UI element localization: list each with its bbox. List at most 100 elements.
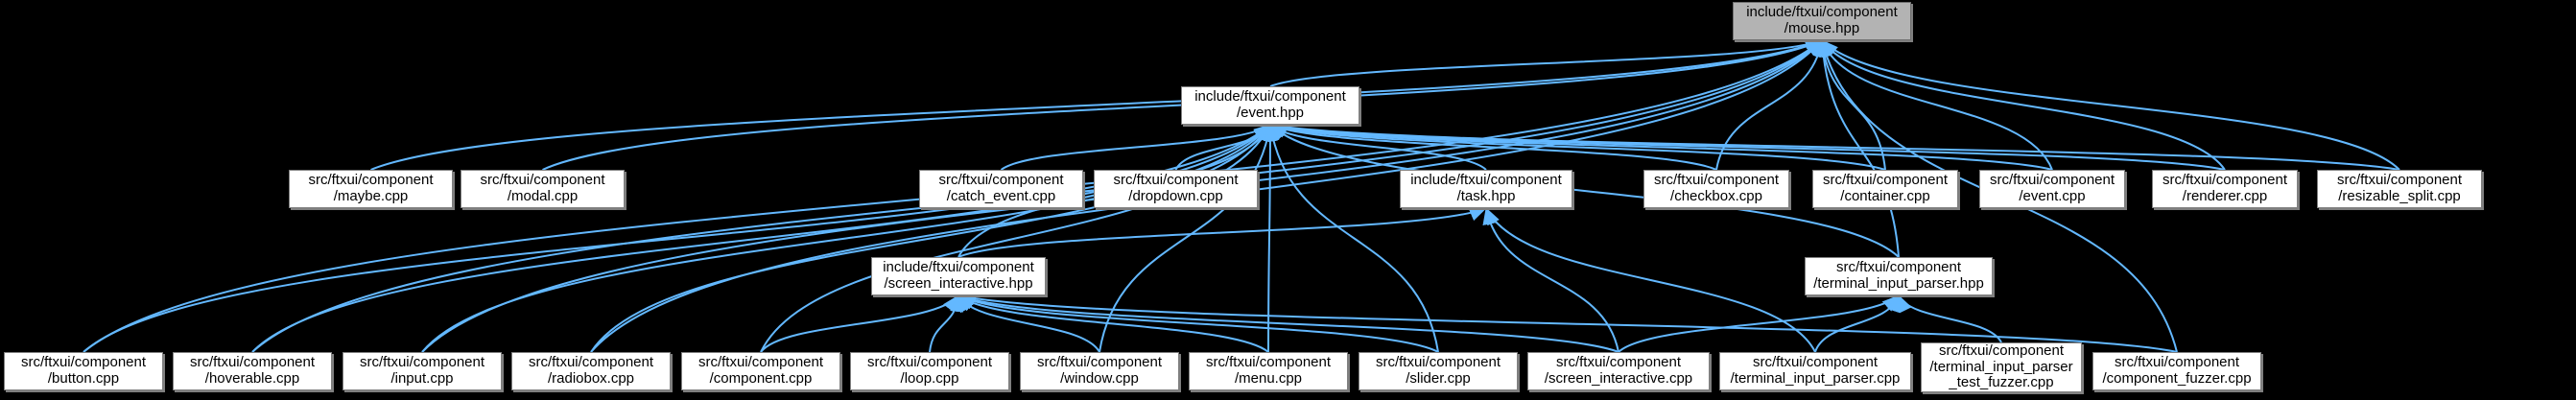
graph-node-screen-interactive-cpp[interactable]: src/ftxui/component/screen_interactive.c…	[1527, 352, 1710, 390]
edge-maybe-cpp-to-mouse-hpp	[370, 39, 1823, 171]
node-label-line1: src/ftxui/component	[528, 354, 654, 371]
node-label-line1: src/ftxui/component	[697, 354, 824, 371]
edge-renderer-cpp-to-event-hpp	[1269, 121, 2226, 171]
node-label-line2: /resizable_split.cpp	[2338, 188, 2461, 204]
edge-event-cpp-to-mouse-hpp	[1821, 39, 2053, 171]
node-label-line2: /catch_event.cpp	[946, 188, 1056, 204]
graph-node-component-cpp[interactable]: src/ftxui/component/component.cpp	[681, 352, 840, 390]
edge-resizable-split-cpp-to-mouse-hpp	[1821, 39, 2400, 171]
graph-node-terminal-input-parser-test-fuzzer-cpp[interactable]: src/ftxui/component/terminal_input_parse…	[1921, 342, 2082, 392]
node-label-line2: /terminal_input_parser.hpp	[1813, 275, 1984, 292]
edge-screen-interactive-cpp-to-task-hpp	[1482, 207, 1619, 353]
node-label-line2: /radiobox.cpp	[547, 370, 635, 387]
graph-node-task-hpp[interactable]: include/ftxui/component/task.hpp	[1400, 170, 1572, 208]
edge-menu-cpp-to-screen-interactive-hpp	[957, 294, 1269, 353]
edge-event-hpp-to-mouse-hpp	[1269, 39, 1823, 87]
graph-node-screen-interactive-hpp[interactable]: include/ftxui/component/screen_interacti…	[871, 257, 1046, 295]
node-label-line1: src/ftxui/component	[1989, 172, 2115, 189]
edge-slider-cpp-to-event-hpp	[1265, 124, 1439, 353]
graph-node-renderer-cpp[interactable]: src/ftxui/component/renderer.cpp	[2152, 170, 2298, 208]
edge-terminal-input-parser-cpp-to-task-hpp	[1485, 207, 1816, 353]
node-label-line1: src/ftxui/component	[938, 172, 1064, 189]
node-label-line1: src/ftxui/component	[1752, 354, 1879, 371]
node-label-line2: /maybe.cpp	[333, 188, 409, 204]
node-label-line2: /slider.cpp	[1406, 370, 1471, 387]
node-label-line2: /component.cpp	[709, 370, 813, 387]
node-label-line3: _test_fuzzer.cpp	[1949, 374, 2054, 391]
graph-node-loop-cpp[interactable]: src/ftxui/component/loop.cpp	[850, 352, 1009, 390]
graph-node-event-hpp[interactable]: include/ftxui/component/event.hpp	[1181, 86, 1359, 125]
node-label-line2: /modal.cpp	[507, 188, 579, 204]
node-label-line2: /screen_interactive.hpp	[884, 275, 1033, 292]
edge-event-cpp-to-event-hpp	[1269, 122, 2053, 171]
node-label-line2: /terminal_input_parser.cpp	[1730, 370, 1901, 387]
node-label-line1: src/ftxui/component	[2114, 354, 2240, 371]
graph-node-window-cpp[interactable]: src/ftxui/component/window.cpp	[1020, 352, 1179, 390]
node-label-line1: src/ftxui/component	[1375, 354, 1501, 371]
node-label-line2: /button.cpp	[47, 370, 120, 387]
edge-terminal-input-parser-hpp-to-mouse-hpp	[1816, 39, 1900, 258]
node-label-line2: /dropdown.cpp	[1128, 188, 1223, 204]
graph-node-radiobox-cpp[interactable]: src/ftxui/component/radiobox.cpp	[511, 352, 671, 390]
node-label-line2: /task.hpp	[1456, 188, 1516, 204]
node-label-line1: include/ftxui/component	[1410, 172, 1562, 189]
edge-input-cpp-to-event-hpp	[421, 124, 1271, 353]
node-label-line1: src/ftxui/component	[20, 354, 147, 371]
graph-node-checkbox-cpp[interactable]: src/ftxui/component/checkbox.cpp	[1643, 170, 1789, 208]
node-label-line1: src/ftxui/component	[359, 354, 485, 371]
graph-node-modal-cpp[interactable]: src/ftxui/component/modal.cpp	[461, 170, 625, 208]
node-label-line1: src/ftxui/component	[1555, 354, 1682, 371]
graph-node-catch-event-cpp[interactable]: src/ftxui/component/catch_event.cpp	[919, 170, 1083, 208]
edge-screen-interactive-hpp-to-task-hpp	[957, 207, 1487, 258]
graph-node-container-cpp[interactable]: src/ftxui/component/container.cpp	[1812, 170, 1958, 208]
node-label-line1: src/ftxui/component	[1113, 172, 1239, 189]
edge-renderer-cpp-to-mouse-hpp	[1821, 39, 2226, 171]
node-label-line1: src/ftxui/component	[1822, 172, 1949, 189]
edge-container-cpp-to-event-hpp	[1269, 123, 1886, 171]
node-label-line2: /event.cpp	[2019, 188, 2086, 204]
graph-node-resizable-split-cpp[interactable]: src/ftxui/component/resizable_split.cpp	[2317, 170, 2482, 208]
node-label-line2: /input.cpp	[390, 370, 454, 387]
node-label-line1: src/ftxui/component	[480, 172, 605, 189]
node-label-line1: src/ftxui/component	[866, 354, 993, 371]
graph-node-dropdown-cpp[interactable]: src/ftxui/component/dropdown.cpp	[1094, 170, 1258, 208]
node-label-line2: /hoverable.cpp	[204, 370, 300, 387]
graph-node-terminal-input-parser-cpp[interactable]: src/ftxui/component/terminal_input_parse…	[1719, 352, 1911, 390]
edge-button-cpp-to-event-hpp	[83, 124, 1271, 353]
graph-node-component-fuzzer-cpp[interactable]: src/ftxui/component/component_fuzzer.cpp	[2092, 352, 2261, 390]
node-label-line2: /checkbox.cpp	[1670, 188, 1762, 204]
edge-component-cpp-to-screen-interactive-hpp	[760, 294, 959, 353]
node-label-line2: /terminal_input_parser	[1929, 358, 2073, 375]
node-label-line1: src/ftxui/component	[1036, 354, 1163, 371]
node-label-line1: src/ftxui/component	[1205, 354, 1332, 371]
edge-menu-cpp-to-event-hpp	[1263, 124, 1277, 353]
graph-node-mouse-hpp[interactable]: include/ftxui/component/mouse.hpp	[1733, 2, 1911, 40]
node-label-line2: /loop.cpp	[900, 370, 959, 387]
node-label-line2: /mouse.hpp	[1784, 20, 1860, 36]
edge-checkbox-cpp-to-event-hpp	[1269, 124, 1717, 171]
graph-node-event-cpp[interactable]: src/ftxui/component/event.cpp	[1979, 170, 2125, 208]
edge-terminal-input-parser-hpp-to-event-hpp	[1269, 124, 1900, 258]
edge-catch-event-cpp-to-event-hpp	[1000, 124, 1271, 171]
graph-node-button-cpp[interactable]: src/ftxui/component/button.cpp	[4, 352, 163, 390]
graph-node-menu-cpp[interactable]: src/ftxui/component/menu.cpp	[1189, 352, 1348, 390]
graph-node-terminal-input-parser-hpp[interactable]: src/ftxui/component/terminal_input_parse…	[1805, 257, 1993, 295]
node-label-line1: src/ftxui/component	[1653, 172, 1780, 189]
graph-node-slider-cpp[interactable]: src/ftxui/component/slider.cpp	[1359, 352, 1518, 390]
graph-node-hoverable-cpp[interactable]: src/ftxui/component/hoverable.cpp	[173, 352, 332, 390]
node-label-line1: src/ftxui/component	[1835, 259, 1962, 276]
node-label-line2: /renderer.cpp	[2182, 188, 2268, 204]
graph-node-maybe-cpp[interactable]: src/ftxui/component/maybe.cpp	[289, 170, 453, 208]
edge-component-cpp-to-event-hpp	[760, 124, 1271, 353]
node-label-line2: /menu.cpp	[1234, 370, 1303, 387]
graph-node-input-cpp[interactable]: src/ftxui/component/input.cpp	[343, 352, 502, 390]
edge-slider-cpp-to-screen-interactive-hpp	[957, 294, 1439, 353]
node-label-line1: src/ftxui/component	[308, 172, 434, 189]
edge-screen-interactive-cpp-to-terminal-input-parser-hpp	[1618, 294, 1900, 353]
node-label-line2: /screen_interactive.cpp	[1544, 370, 1693, 387]
edge-component-fuzzer-cpp-to-screen-interactive-hpp	[957, 292, 2178, 353]
node-label-line1: include/ftxui/component	[1746, 4, 1898, 21]
node-label-line2: /container.cpp	[1840, 188, 1930, 204]
node-label-line1: src/ftxui/component	[2336, 172, 2463, 189]
